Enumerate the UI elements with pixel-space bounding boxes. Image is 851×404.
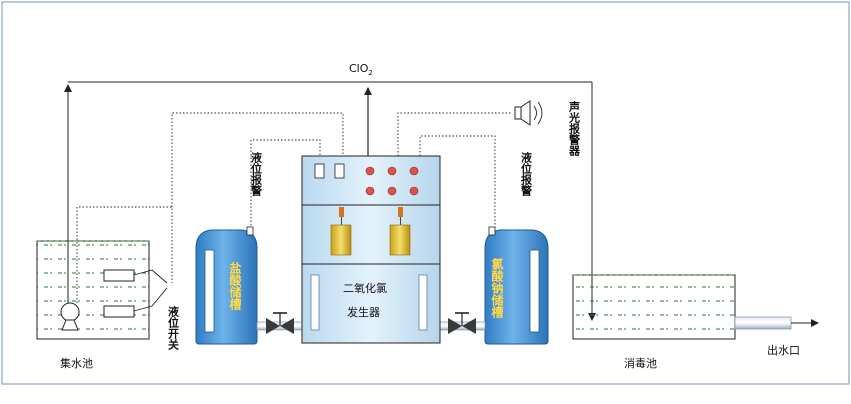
clo2-generator: 二氧化氯 发生器	[301, 155, 441, 344]
dosing-cylinder	[330, 207, 352, 256]
indicator-lights	[365, 166, 419, 196]
collection-pool-label: 集水池	[60, 356, 93, 370]
valve-icon	[266, 312, 294, 334]
clo2-label: ClO2	[349, 62, 373, 77]
outlet-label: 出水口	[767, 343, 800, 357]
naclo3-tank-label: 氯酸钠储槽	[490, 257, 504, 319]
hcl-tank: 盐酸储槽	[195, 226, 258, 345]
speaker-icon	[514, 100, 543, 126]
valve-icon	[448, 312, 476, 334]
level-sensor-lower	[103, 305, 135, 318]
outer-frame	[1, 1, 850, 385]
sound-light-alarm-label: 声光报警器	[568, 100, 582, 157]
generator-label-line2: 发生器	[347, 305, 380, 319]
level-alarm-left-label: 液位报警	[250, 151, 264, 197]
indicator-window	[314, 163, 325, 179]
disinfection-pool-label: 消毒池	[624, 356, 657, 370]
generator-label-line1: 二氧化氯	[343, 281, 387, 295]
indicator-window	[334, 163, 345, 179]
level-switch-label: 液位开关	[167, 305, 180, 351]
outlet-pipe	[734, 316, 792, 330]
signal-lines	[76, 112, 512, 303]
level-sensor-upper	[103, 269, 135, 282]
naclo3-tank: 氯酸钠储槽	[484, 226, 549, 345]
hcl-tank-label: 盐酸储槽	[228, 261, 242, 311]
collection-pool	[36, 240, 168, 340]
pump-icon	[60, 302, 80, 331]
level-alarm-right-label: 液位报警	[520, 151, 534, 197]
disinfection-pool	[572, 274, 736, 340]
dosing-cylinder	[389, 207, 411, 256]
